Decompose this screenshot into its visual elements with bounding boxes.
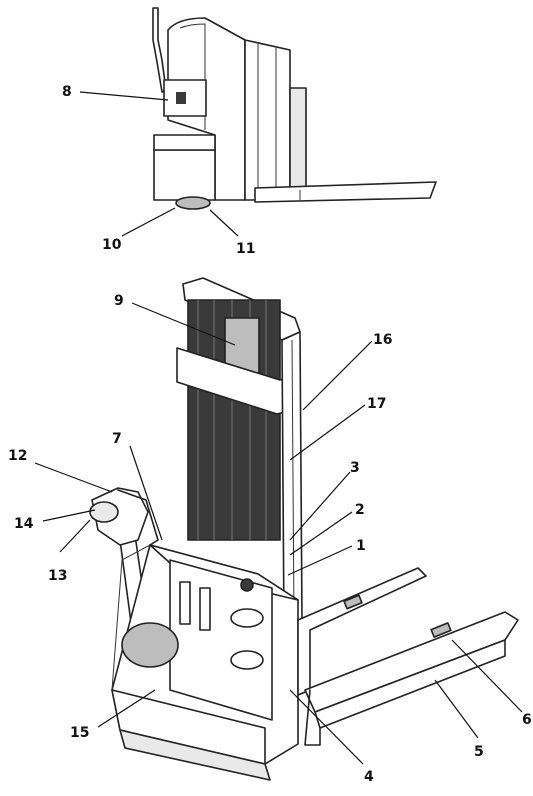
- base-plate: [119, 729, 271, 781]
- drive-cover: [121, 622, 179, 668]
- callout-5: 5: [474, 744, 484, 760]
- callout-4: 4: [364, 769, 374, 785]
- callout-13: 13: [48, 568, 67, 584]
- side-base: [153, 149, 216, 201]
- callout-7: 7: [112, 431, 122, 447]
- callout-10: 10: [102, 237, 122, 253]
- fork-lower: [304, 611, 519, 713]
- callout-3: 3: [350, 460, 360, 476]
- side-mast: [289, 87, 307, 197]
- callout-labels: 8 10 11 9 16 17 3 2 1 7 12 14 13 15 4 5 …: [8, 84, 532, 785]
- callout-9: 9: [114, 293, 124, 309]
- fork-upper: [297, 567, 427, 696]
- side-panel: [244, 39, 291, 201]
- callout-8: 8: [62, 84, 72, 100]
- callout-2: 2: [355, 502, 365, 518]
- side-drive-wheel: [175, 196, 211, 210]
- callout-15: 15: [70, 725, 89, 741]
- callout-1: 1: [356, 538, 366, 554]
- callout-11: 11: [236, 241, 255, 257]
- callout-17: 17: [367, 396, 386, 412]
- callout-14: 14: [14, 516, 34, 532]
- iso-view: [89, 277, 519, 781]
- side-view: [152, 7, 437, 210]
- callout-16: 16: [373, 332, 392, 348]
- callout-6: 6: [522, 712, 532, 728]
- leader-lines: [34, 91, 523, 765]
- mast-cylinder: [224, 317, 260, 374]
- callout-12: 12: [8, 448, 27, 464]
